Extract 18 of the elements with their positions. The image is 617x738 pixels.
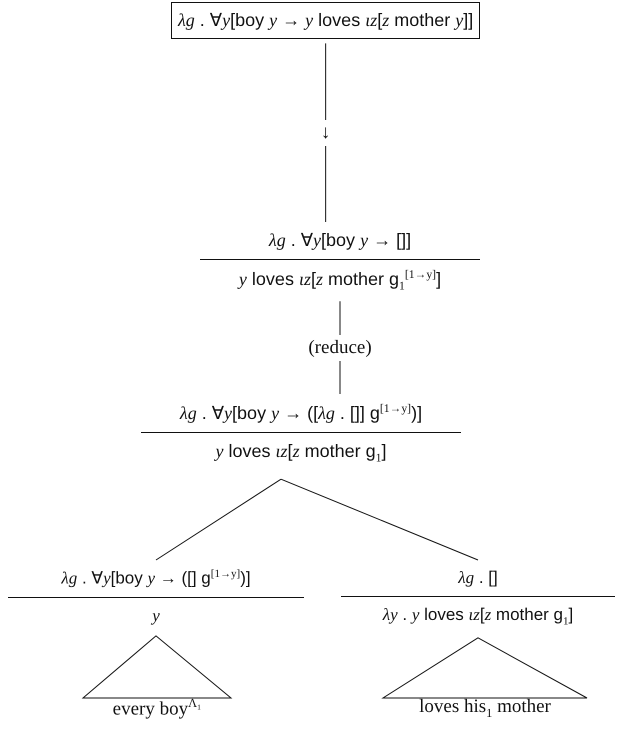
formula-text: λg . ∀y[boy y → ([] g$^{[1→y]}$)] <box>61 567 251 590</box>
subtree-triangle <box>82 635 232 698</box>
formula-text: λg . ∀y[boy y → ([λg . []] g$^{[1→y]}$)] <box>180 401 422 425</box>
tree-branch <box>280 478 478 560</box>
formula-text: y <box>152 604 160 627</box>
formula-text: λy . y loves ιz[z mother g$_{1}$] <box>382 604 574 630</box>
phrase-text: loves his$_{1}$ mother <box>419 696 551 721</box>
formula-box <box>171 2 480 40</box>
formula-text: λg . ∀y[boy y → []] <box>268 229 412 252</box>
phrase-text: every boy$^{Λ₁}$ <box>112 696 202 720</box>
edge-label: (reduce) <box>308 334 372 361</box>
subtree-triangle <box>381 637 588 698</box>
formula-text: y loves ιz[z mother g$_{1}$] <box>216 440 386 467</box>
formula-text: λg . [] <box>458 567 498 589</box>
formula-text: y loves ιz[z mother g$_{1}$$^{[1→y]}$] <box>238 267 442 295</box>
edge-label: ↓ <box>320 120 330 146</box>
formula-text: λg . ∀y[boy y → y loves ιz[z mother y]] <box>178 9 474 32</box>
tree-branch <box>156 478 282 560</box>
